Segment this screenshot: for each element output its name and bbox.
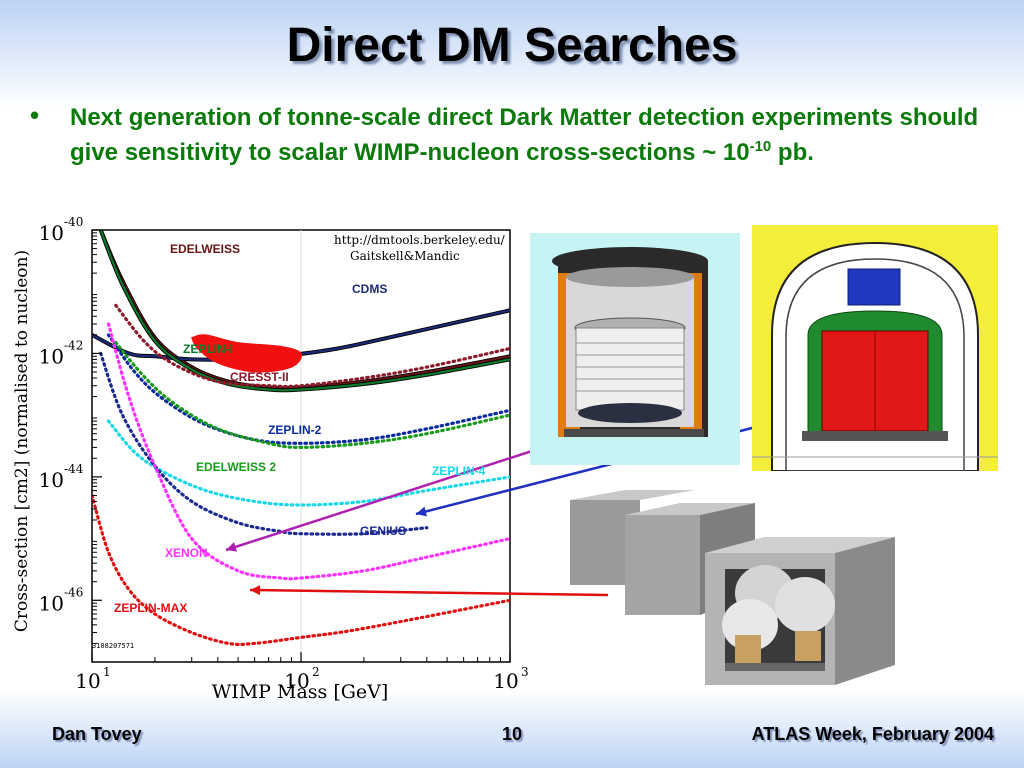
label-zeplin-2: ZEPLIN-2 (268, 423, 322, 437)
plot-series (92, 230, 510, 647)
bullet-text-main: Next generation of tonne-scale direct Da… (70, 104, 979, 166)
exclusion-chart: EDELWEISS CDMS DAMA ZEPLIN-I CRESST-II ZEPLIN… (12, 215, 796, 703)
series-zeplin-i-curve (99, 230, 510, 392)
x-tick-label: 10 (75, 669, 100, 693)
label-genius: GENIUS (360, 524, 406, 538)
y-tick-label: 10 (39, 344, 64, 368)
slide-title: Direct DM Searches (286, 19, 738, 72)
y-tick-exponent: -44 (64, 462, 84, 476)
y-tick-exponent: -40 (64, 215, 83, 229)
x-axis-label: WIMP Mass [GeV] (212, 681, 389, 703)
series-cresst-ii-curve (114, 303, 510, 389)
label-edelweiss-2: EDELWEISS 2 (196, 460, 276, 474)
series-labels: EDELWEISS CDMS DAMA ZEPLIN-I CRESST-II ZEPLIN… (114, 242, 486, 615)
detector-cryostat-illustration (530, 233, 740, 465)
detector-cavern-illustration (752, 225, 998, 471)
bullet-text: Next generation of tonne-scale direct Da… (70, 100, 990, 170)
label-zeplin-4: ZEPLIN-4 (432, 464, 486, 478)
label-zeplin-max: ZEPLIN-MAX (114, 601, 187, 615)
bullet-text-exponent: -10 (749, 138, 772, 155)
bullet-text-end: pb. (771, 139, 814, 166)
footer-author: Dan Tovey (52, 724, 142, 744)
detector-modular-illustration (570, 490, 895, 685)
x-tick-exponent: 1 (103, 665, 111, 679)
series-zeplin-4-curve (106, 419, 510, 507)
y-axis-label: Cross-section [cm2] (normalised to nucle… (12, 250, 32, 632)
arrow-to-zeplin-max-head (250, 585, 261, 596)
label-dama: DAMA (215, 298, 251, 312)
arrow-to-xenon-head (226, 542, 238, 552)
arrow-to-xenon (225, 438, 567, 552)
series-zeplin-max-curve (92, 493, 510, 647)
y-tick-label: 10 (39, 221, 64, 245)
x-tick-exponent: 2 (312, 665, 320, 679)
arrow-to-zeplin-max (249, 588, 609, 597)
footer-page-number: 10 (501, 724, 523, 744)
annotation-id: 3108207571 (92, 642, 134, 650)
series-dama-region (190, 334, 302, 373)
label-xenon: XENON (165, 546, 208, 560)
label-zeplin-i: ZEPLIN-I (183, 342, 233, 356)
x-tick-label: 10 (493, 669, 518, 693)
y-tick-exponent: -46 (64, 585, 83, 599)
label-edelweiss: EDELWEISS (170, 242, 240, 256)
y-tick-exponent: -42 (64, 338, 83, 352)
series-edelweiss-2-curve (114, 341, 510, 450)
bullet-dot-icon: • (30, 100, 40, 130)
annotation-url: http://dmtools.berkeley.edu/ (334, 233, 506, 247)
annotation-author: Gaitskell&Mandic (350, 249, 460, 263)
arrow-to-genius-head (416, 506, 427, 517)
label-cresst-ii: CRESST-II (230, 370, 289, 384)
y-tick-label: 10 (39, 468, 64, 492)
series-xenon-curve (106, 322, 510, 581)
series-genius-curve (99, 351, 429, 536)
x-tick-exponent: 3 (521, 665, 529, 679)
label-cdms: CDMS (352, 282, 387, 296)
footer-event: ATLAS Week, February 2004 (751, 724, 994, 744)
x-tick-label: 10 (284, 669, 309, 693)
y-tick-label: 10 (39, 591, 64, 615)
